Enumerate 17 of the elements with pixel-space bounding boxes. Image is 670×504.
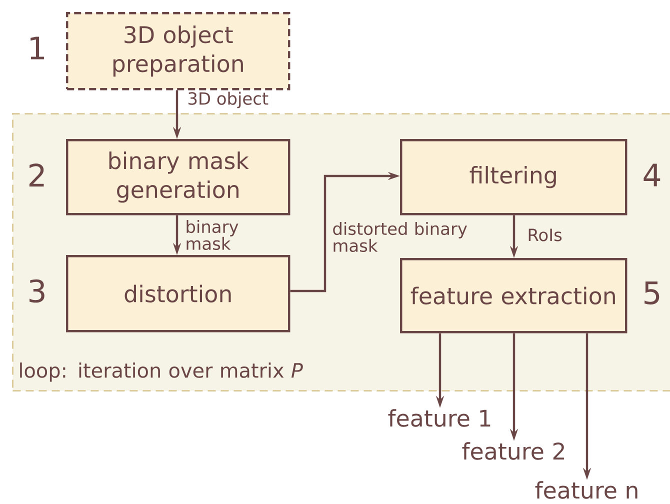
process-box: distortion [66,255,290,332]
step-number: 5 [644,282,660,304]
output-label: feature n [535,481,638,499]
process-box: 3D object preparation [66,12,290,90]
edge-label: 3D object [186,90,270,110]
step-number: 4 [644,164,660,186]
process-box: filtering [400,139,628,216]
process-box: feature extraction [400,258,628,334]
output-label: feature 2 [462,442,564,460]
edge-label: distorted binary mask [331,220,474,254]
process-box: binary mask generation [66,139,290,216]
step-number: 3 [30,279,44,303]
edge-label: RoIs [526,228,564,242]
step-number: 1 [30,36,44,60]
edge-label: binary mask [184,218,246,252]
output-label: feature 1 [388,409,490,427]
step-number: 2 [29,164,44,186]
